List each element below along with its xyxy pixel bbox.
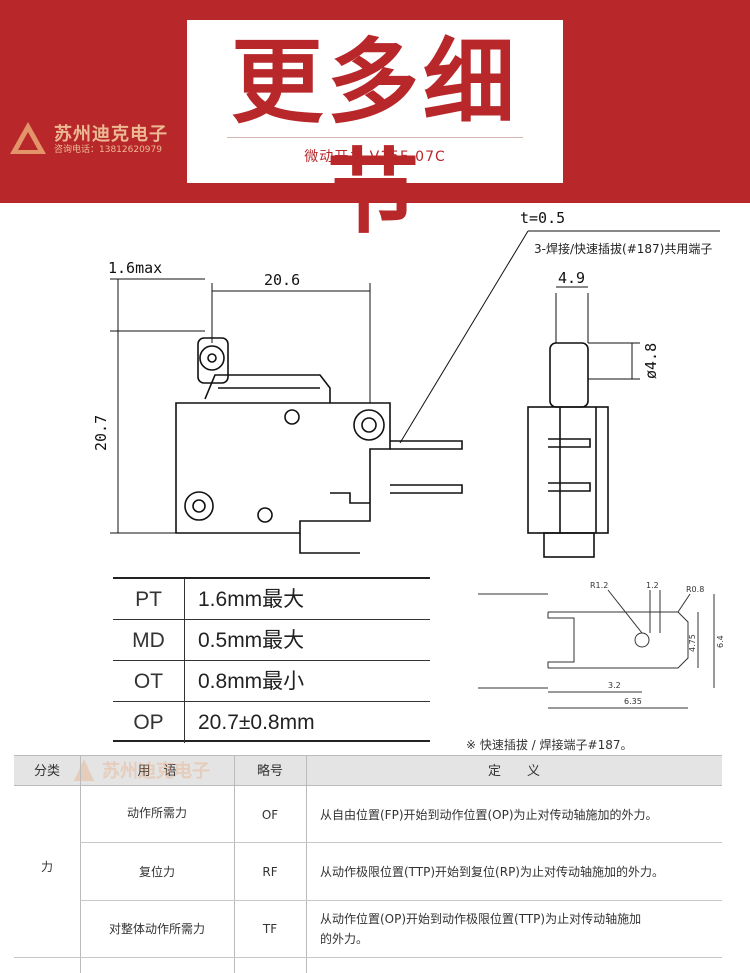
dim-r1-2: R1.2	[590, 581, 608, 590]
technical-drawing: t=0.5 3-焊接/快速插拔(#187)共用端子 1.6max 20.6 20…	[92, 209, 720, 558]
terminal-note: ※ 快速插拔 / 焊接端子#187。	[466, 738, 633, 752]
definition-table: 分类 用 语 略号 定 义 苏州迪克电子 力 动作所需力 OF 从自由位置(FP…	[14, 755, 722, 973]
spec-key: OP	[113, 702, 185, 743]
definition-cell: 从动作极限位置(TTP)开始到复位(RP)为止对传动轴施加的外力。	[320, 865, 664, 879]
spec-value: 20.7±0.8mm	[198, 711, 315, 734]
dim-r0-8: R0.8	[686, 585, 704, 594]
logo-phone: 咨询电话：13812620979	[54, 145, 162, 155]
spec-key: MD	[113, 620, 185, 661]
term-cell: 动作所需力	[126, 806, 187, 820]
dim-20-7: 20.7	[92, 415, 110, 451]
definition-table-header: 分类 用 语 略号 定 义	[14, 755, 722, 786]
header-definition: 定 义	[487, 764, 540, 779]
spec-row: OT 0.8mm最小	[113, 661, 430, 702]
product-subtitle: 微动开关 V15F-07C	[304, 149, 446, 165]
definition-cell-continued: 的外力。	[320, 932, 369, 946]
company-logo: 苏州迪克电子 咨询电话：13812620979	[8, 118, 188, 162]
abbr-cell: TF	[262, 922, 278, 936]
dim-roller-diameter: ø4.8	[642, 343, 660, 379]
logo-mark-icon	[10, 122, 46, 154]
thickness-label: t=0.5	[520, 209, 565, 227]
dim-3-2: 3.2	[608, 681, 621, 690]
watermark-logo-icon: 苏州迪克电子	[74, 759, 210, 782]
abbr-cell: RF	[262, 865, 278, 879]
header-banner: 苏州迪克电子 咨询电话：13812620979 更多细节 微动开关 V15F-0…	[0, 0, 750, 246]
logo-company-name: 苏州迪克电子	[54, 124, 168, 145]
header-term: 用 语	[137, 764, 177, 779]
definition-cell: 从动作位置(OP)开始到动作极限位置(TTP)为止对传动轴施加	[320, 912, 642, 926]
dim-4-75: 4.75	[688, 634, 697, 652]
actuator-lever	[204, 374, 331, 403]
spec-table: PT 1.6mm最大 MD 0.5mm最大 OT 0.8mm最小 OP 20.7…	[113, 577, 430, 743]
svg-text:苏州迪克电子: 苏州迪克电子	[102, 760, 210, 782]
spec-row: OP 20.7±0.8mm	[113, 702, 430, 743]
dim-6-4: 6.4	[716, 635, 725, 648]
spec-value: 1.6mm最大	[198, 588, 305, 611]
terminal-label: 3-焊接/快速插拔(#187)共用端子	[534, 241, 712, 256]
spec-key: OT	[113, 661, 185, 702]
definition-cell: 从自由位置(FP)开始到动作位置(OP)为止对传动轴施加的外力。	[320, 808, 658, 822]
dim-1-2: 1.2	[646, 581, 659, 590]
header-category: 分类	[33, 764, 60, 779]
title-box: 更多细节 微动开关 V15F-07C	[187, 20, 563, 246]
spec-value: 0.8mm最小	[198, 670, 305, 693]
switch-body	[175, 402, 391, 534]
category-force: 力	[40, 860, 53, 874]
roller	[199, 345, 225, 371]
dim-20-6: 20.6	[264, 271, 300, 289]
title-divider	[227, 137, 523, 138]
spec-value: 0.5mm最大	[198, 629, 305, 652]
abbr-cell: OF	[261, 808, 279, 822]
dim-1-6max: 1.6max	[108, 259, 162, 277]
terminal-drawing: R1.2 1.2 R0.8 4.75 6.4 3.2 6.35	[478, 581, 725, 709]
spec-row: MD 0.5mm最大	[113, 620, 430, 661]
spec-row: PT 1.6mm最大	[113, 579, 430, 620]
header-abbr: 略号	[256, 764, 283, 779]
term-cell: 复位力	[138, 865, 175, 879]
dim-4-9: 4.9	[558, 269, 585, 287]
spec-key: PT	[113, 579, 185, 620]
dim-6-35: 6.35	[624, 697, 642, 706]
page-title: 更多细节	[230, 29, 519, 246]
term-cell: 对整体动作所需力	[108, 922, 205, 936]
